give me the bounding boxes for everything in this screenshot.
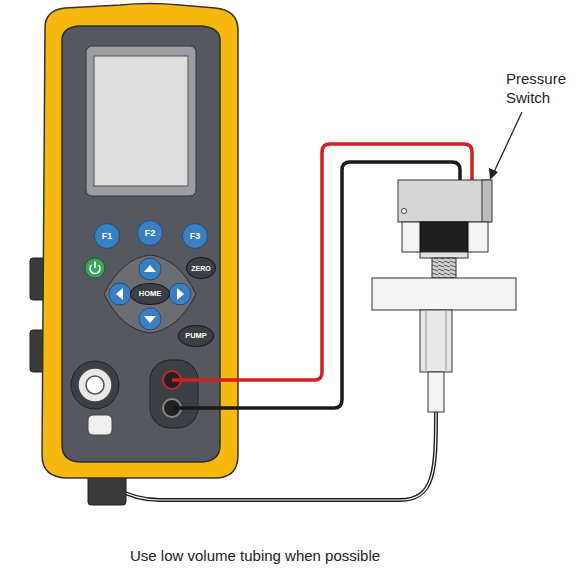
vent-knob (88, 415, 112, 435)
caption: Use low volume tubing when possible (130, 547, 380, 566)
arrow-key (169, 283, 191, 305)
threaded-stem (432, 258, 456, 278)
control-button: PUMP (178, 325, 214, 347)
leader-arrowhead (489, 168, 498, 180)
red-test-lead (172, 144, 472, 380)
leader-line (494, 112, 522, 172)
jack-panel (150, 360, 198, 428)
callout-label: Pressure Switch (506, 70, 576, 108)
button-label: F1 (102, 232, 113, 241)
arrow-key (139, 308, 161, 330)
diaphragm (420, 222, 468, 252)
switch-housing (398, 180, 490, 222)
button-label: F2 (145, 229, 156, 238)
pressure-fitting (420, 310, 452, 372)
arrow-key (109, 283, 131, 305)
face-panel (62, 26, 220, 462)
function-key: F3 (182, 223, 208, 249)
arrow-key (139, 258, 161, 280)
switch-frame (402, 222, 488, 252)
button-label: PUMP (185, 332, 207, 340)
button-label: ZERO (191, 265, 210, 272)
arrow-pad (104, 255, 196, 333)
mounting-plate (372, 278, 516, 310)
button-label: HOME (139, 290, 162, 298)
button-label: F3 (190, 232, 201, 241)
control-button: HOME (130, 283, 170, 305)
pressure-port (71, 361, 119, 409)
function-key: F2 (137, 220, 163, 246)
screen-bezel (86, 46, 196, 196)
lcd-screen (94, 56, 188, 186)
hose-barb (428, 372, 444, 412)
function-key: F1 (94, 223, 120, 249)
power-button (85, 258, 105, 278)
control-button: ZERO (186, 257, 216, 279)
